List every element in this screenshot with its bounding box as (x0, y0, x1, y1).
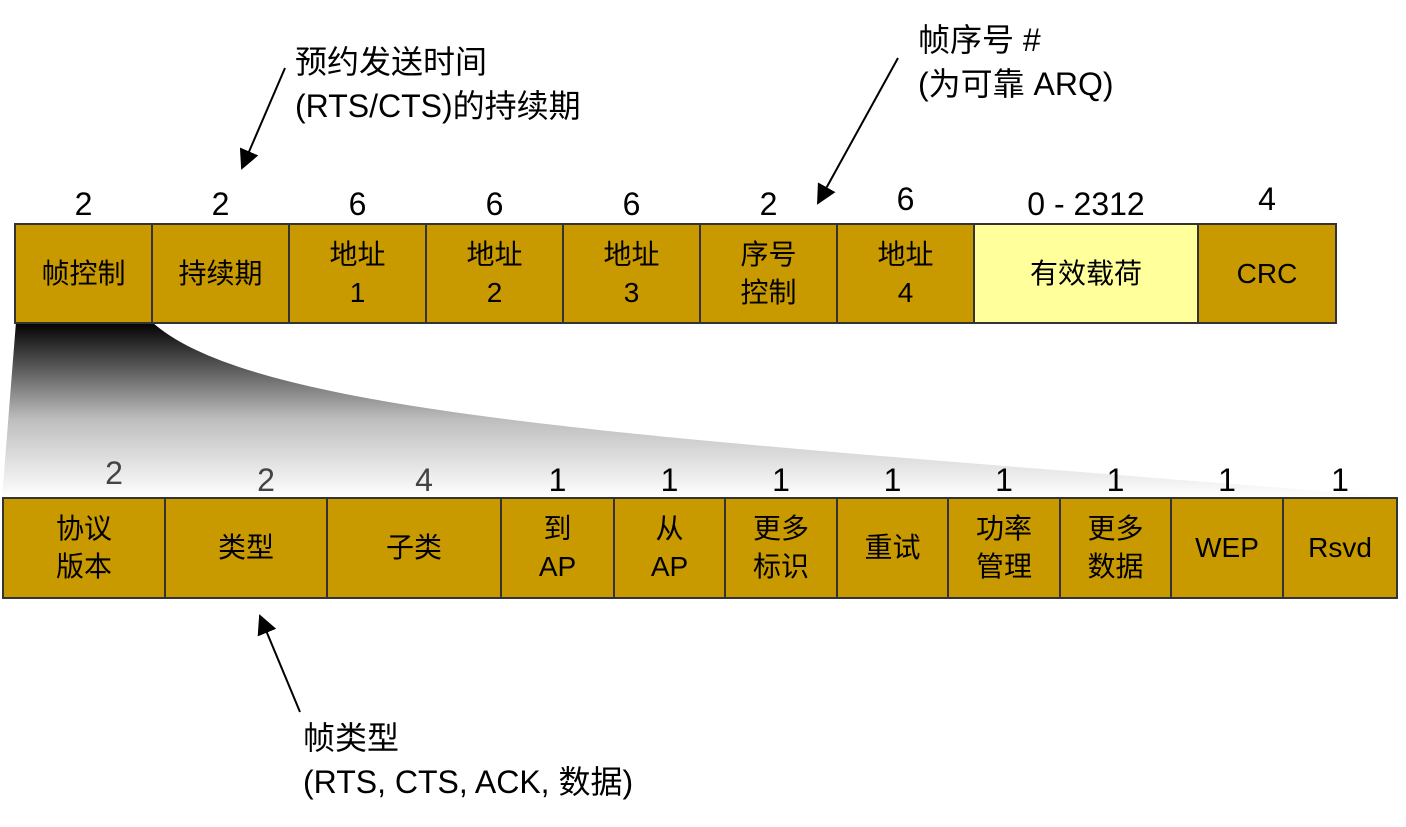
frame-field-8: CRC (1197, 223, 1337, 324)
frame-size-label: 2 (211, 186, 230, 222)
frame-size-label: 4 (1258, 181, 1276, 217)
frame-field-label: 持续期 (178, 257, 263, 289)
fc-field-label: 更多 数据 (1087, 513, 1144, 582)
type-arrow (257, 614, 301, 713)
fc-field-3: 到 AP (500, 497, 615, 599)
fc-field-0: 协议 版本 (2, 497, 166, 599)
frame-field-6: 地址 4 (836, 223, 975, 324)
duration-annotation: 预约发送时间 (RTS/CTS)的持续期 (295, 44, 581, 124)
frame-field-row: 帧控制 持续期 地址 1 地址 2 地址 3 序号 控制 地址 4 有效载荷 CRC (14, 223, 1337, 324)
fc-field-label: 更多 标识 (752, 513, 809, 582)
frame-size-label: 2 (759, 186, 778, 222)
fc-field-2: 子类 (326, 497, 502, 599)
fc-field-6: 重试 (836, 497, 949, 599)
frame-size-label: 6 (348, 186, 367, 222)
fc-field-label: 从 AP (650, 513, 689, 582)
fc-field-label: 到 AP (538, 513, 577, 582)
fc-field-label: WEP (1195, 532, 1259, 563)
fc-field-label: 类型 (217, 532, 274, 563)
frame-field-label: CRC (1236, 257, 1298, 289)
sequence-annotation: 帧序号 # (为可靠 ARQ) (918, 22, 1114, 102)
fc-field-10: Rsvd (1282, 497, 1398, 599)
fc-size-label: 1 (1331, 462, 1349, 498)
fc-field-label: 子类 (385, 532, 442, 563)
fc-size-label: 1 (660, 462, 679, 498)
fc-field-7: 功率 管理 (947, 497, 1061, 599)
seq-arrow (817, 57, 899, 205)
frame-field-5: 序号 控制 (699, 223, 838, 324)
fc-field-1: 类型 (164, 497, 328, 599)
fc-field-label: Rsvd (1308, 532, 1372, 563)
frame-field-3: 地址 2 (425, 223, 564, 324)
frame-control-field-row: 协议 版本 类型 子类 到 AP 从 AP 更多 标识 重试 功率 管理更多 数据 WEP Rsv… (2, 497, 1398, 599)
fc-field-4: 从 AP (613, 497, 726, 599)
fc-size-label: 1 (548, 462, 567, 498)
fc-size-label: 2 (257, 462, 275, 498)
fc-field-8: 更多 数据 (1059, 497, 1172, 599)
frame-field-7: 有效载荷 (973, 223, 1199, 324)
frame-field-2: 地址 1 (288, 223, 427, 324)
duration-arrow (239, 67, 286, 170)
fc-size-label: 1 (883, 462, 902, 498)
frame-field-label: 有效载荷 (1029, 257, 1142, 289)
fc-field-9: WEP (1170, 497, 1284, 599)
frame-field-label: 地址 2 (466, 238, 523, 308)
fc-field-5: 更多 标识 (724, 497, 838, 599)
frame-field-label: 地址 4 (877, 238, 934, 308)
fc-field-label: 功率 管理 (975, 513, 1032, 582)
zoom-wedge-shape (2, 322, 1406, 498)
fc-size-label: 1 (772, 462, 790, 498)
frame-field-label: 地址 1 (329, 238, 386, 308)
fc-size-label: 1 (1106, 462, 1125, 498)
frame-field-0: 帧控制 (14, 223, 153, 324)
frame-size-label: 6 (896, 181, 915, 217)
fc-size-label: 4 (415, 462, 433, 498)
frame-field-label: 地址 3 (603, 238, 660, 308)
fc-field-label: 协议 版本 (55, 513, 112, 582)
frame-field-1: 持续期 (151, 223, 290, 324)
frame-size-label: 2 (74, 186, 93, 222)
frame-size-label: 6 (622, 186, 641, 222)
frame-field-4: 地址 3 (562, 223, 701, 324)
frame-size-label: 6 (485, 186, 504, 222)
fc-size-label: 2 (105, 455, 123, 491)
frame-field-label: 帧控制 (41, 257, 126, 289)
fc-field-label: 重试 (864, 532, 921, 563)
frame-field-label: 序号 控制 (740, 238, 797, 308)
frame-type-annotation: 帧类型 (RTS, CTS, ACK, 数据) (303, 720, 634, 800)
frame-size-label: 0 - 2312 (1027, 186, 1145, 222)
fc-size-label: 1 (995, 462, 1013, 498)
fc-size-label: 1 (1218, 462, 1236, 498)
